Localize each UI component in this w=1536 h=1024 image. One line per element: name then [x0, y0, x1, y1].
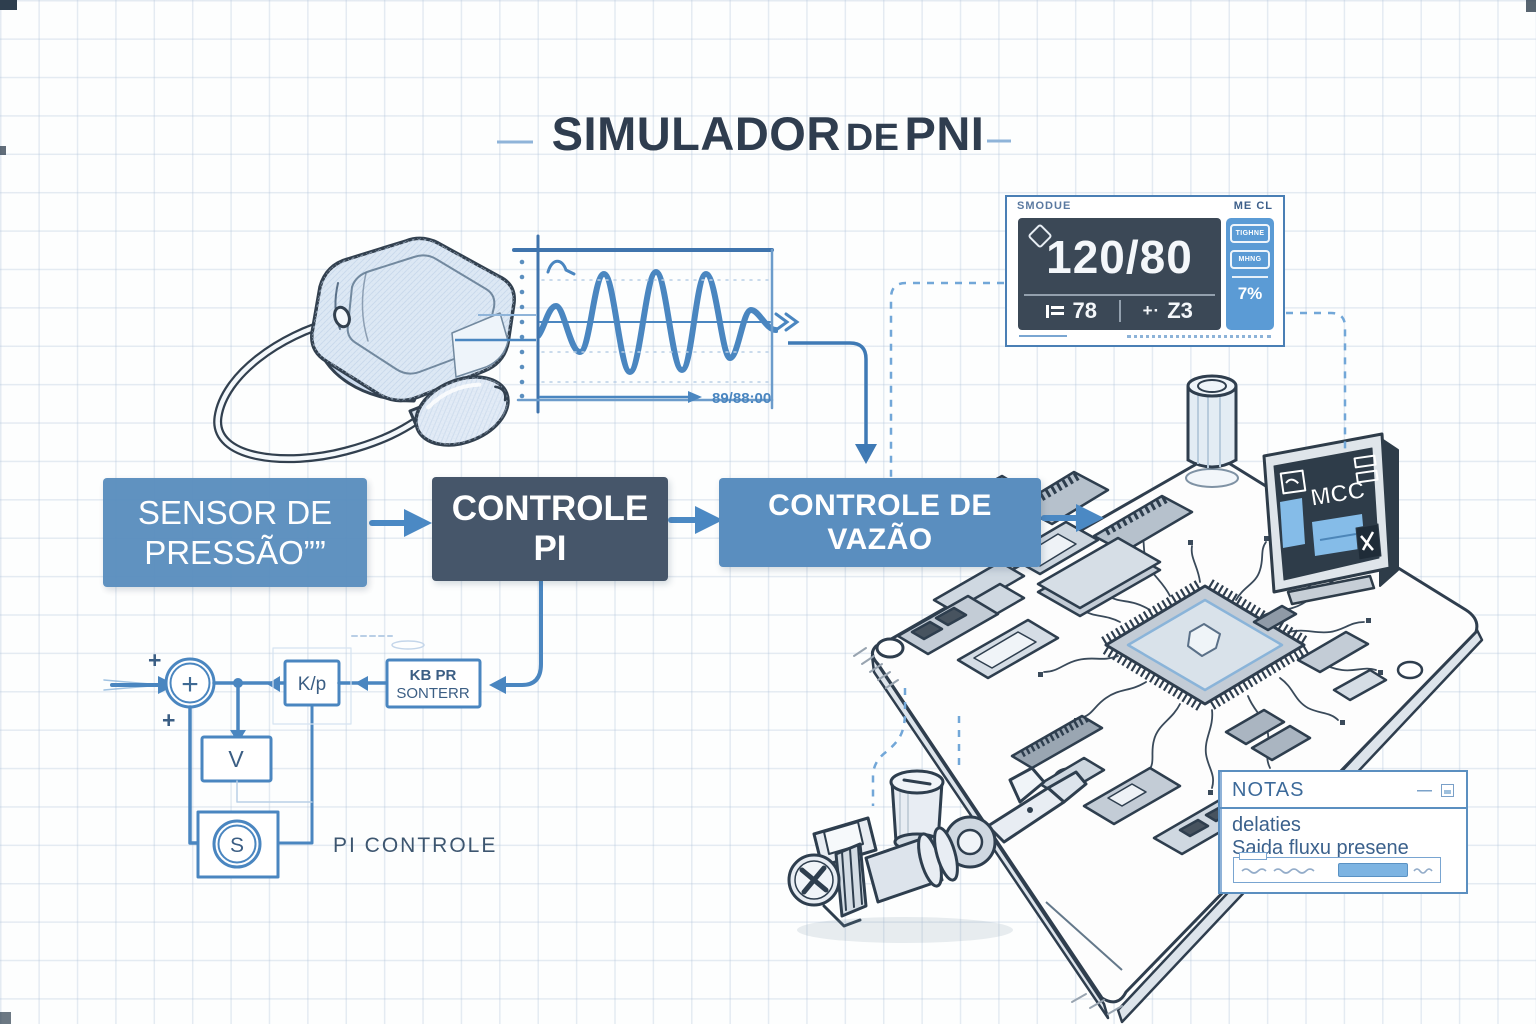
- mcc-blue-screen: [1312, 514, 1365, 556]
- cuff-port: [333, 305, 351, 329]
- monitor-brand-right: ME CL: [1233, 200, 1273, 212]
- page-title: SIMULADOR DE PNI: [0, 106, 1536, 161]
- mount-hole: [1396, 660, 1424, 680]
- pi-label-line2: PI: [533, 529, 567, 568]
- title-word-2: DE: [845, 117, 900, 159]
- svg-text:S: S: [230, 834, 244, 857]
- plus-dot-icon: +·: [1142, 301, 1161, 320]
- side-button-2[interactable]: MHNG: [1230, 250, 1270, 269]
- scribble-text-left: [1241, 868, 1315, 874]
- monitor-side-panel: TIGHNE MHNG 7%: [1226, 218, 1274, 330]
- pi-diagram: + + + K/p KB PR SONTERR V: [103, 635, 497, 879]
- chart-annotation: 89/88:00: [712, 390, 771, 407]
- block-sensor-pressao: SENSOR DE PRESSÃO””: [103, 478, 367, 587]
- vazao-label: CONTROLE DE VAZÃO: [768, 488, 992, 556]
- pi-drop-connector: [506, 581, 543, 687]
- svg-text:SONTERR: SONTERR: [396, 685, 470, 702]
- svg-text:K/p: K/p: [298, 674, 327, 695]
- chart-frame: 89/88:00: [512, 234, 800, 414]
- sensor-label-line1: SENSOR DE: [137, 493, 333, 531]
- percent-value: 7%: [1237, 284, 1263, 303]
- sensor-label-line2: PRESSÃO””: [144, 533, 326, 571]
- screen-divider: [1118, 300, 1121, 322]
- svg-text:KB PR: KB PR: [410, 667, 457, 684]
- side-button-1[interactable]: TIGHNE: [1230, 224, 1270, 243]
- valve-illustration: [787, 766, 1088, 928]
- save-icon[interactable]: [1441, 784, 1454, 797]
- bp-cuff-illustration: [213, 236, 516, 464]
- oscillometric-wave: [538, 268, 778, 376]
- plus-sign-top: +: [148, 647, 161, 673]
- gain-box: [385, 658, 482, 709]
- wave-to-vazao-connector: [788, 341, 868, 444]
- mcu-die: [1187, 623, 1221, 657]
- cylinder-component: [1185, 374, 1239, 488]
- valve-shadow-line: [1045, 901, 1123, 971]
- mount-hole: [875, 637, 905, 659]
- chart-out-chevrons: [774, 312, 800, 332]
- svg-text:+: +: [181, 668, 199, 701]
- notes-line-1: delaties: [1232, 814, 1301, 836]
- bp-reading: 120/80: [1046, 231, 1193, 283]
- minimize-icon[interactable]: —: [1417, 781, 1432, 799]
- notes-title: NOTAS: [1232, 779, 1305, 801]
- waveform-plot: [538, 259, 778, 376]
- monitor-foot-dots: [1127, 331, 1271, 338]
- title-word-3: PNI: [904, 107, 985, 160]
- title-word-1: SIMULADOR: [551, 107, 841, 160]
- plus-sign-mid: +: [162, 707, 175, 733]
- dashed-connectors: [871, 281, 1347, 806]
- notes-input-tab: [1239, 852, 1267, 860]
- notes-highlight-pill: [1338, 863, 1408, 877]
- valve-shadow: [797, 917, 1013, 943]
- monitor-screen: 120/80 78 +· Z3: [1018, 218, 1221, 330]
- notes-input-bar[interactable]: [1233, 852, 1441, 883]
- monitor-foot-line: [1019, 335, 1067, 337]
- mcc-blue-block: [1280, 498, 1305, 548]
- pi-label-line1: CONTROLE: [451, 488, 649, 528]
- monitor-brand-left: SMODUE: [1017, 200, 1072, 212]
- pulse-value: 78: [1072, 298, 1097, 323]
- chart-tick-dots: [519, 259, 525, 399]
- junction-dot: [233, 678, 243, 688]
- aux-value: Z3: [1167, 298, 1193, 323]
- bp-monitor: SMODUE ME CL 120/80 78 +· Z3 TIGHNE MHNG: [1005, 195, 1285, 347]
- valve-pipe: [986, 786, 1066, 844]
- mcc-display: MCC: [1262, 432, 1399, 606]
- bump-glyph: [546, 259, 576, 276]
- pulse-icon: [1045, 304, 1066, 318]
- notes-line-2: Sajda fluxu presene: [1232, 837, 1409, 859]
- notes-panel: NOTAS — delaties Sajda fluxu presene: [1218, 770, 1468, 894]
- scribble-text-right: [1413, 868, 1433, 874]
- pi-caption: PI CONTROLE: [333, 834, 497, 857]
- flow-arrows: [369, 504, 1104, 537]
- block-controle-pi: CONTROLE PI: [432, 477, 668, 581]
- valve-clamp: [1008, 766, 1046, 804]
- sketch-hatches: [853, 647, 1123, 1015]
- svg-text:V: V: [228, 746, 244, 772]
- panel-divider: [1232, 276, 1268, 278]
- block-controle-vazao: CONTROLE DE VAZÃO: [719, 478, 1041, 567]
